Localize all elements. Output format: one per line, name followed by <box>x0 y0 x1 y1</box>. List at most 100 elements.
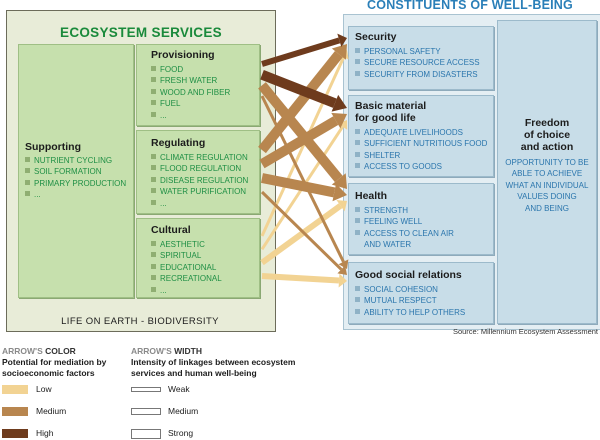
supporting-list: NUTRIENT CYCLING SOIL FORMATION PRIMARY … <box>25 155 126 201</box>
list-item: ... <box>25 189 126 200</box>
link-arrow-cultural-health <box>260 203 343 266</box>
link-arrowhead-provisioning-security <box>337 33 347 48</box>
wellbeing-title: CONSTITUENTS OF WELL-BEING <box>367 0 573 12</box>
supporting-box: Supporting NUTRIENT CYCLING SOIL FORMATI… <box>18 44 134 298</box>
list-item: SUFFICIENT NUTRITIOUS FOOD <box>355 138 487 149</box>
list-item: WOOD AND FIBER <box>151 87 230 98</box>
list-item: DISEASE REGULATION <box>151 175 248 186</box>
regulating-box: Regulating CLIMATE REGULATION FLOOD REGU… <box>136 130 260 214</box>
legend-width-label-weak: Weak <box>168 384 190 394</box>
list-item: WATER PURIFICATION <box>151 186 248 197</box>
freedom-desc-line: ABLE TO ACHIEVE <box>511 169 583 179</box>
list-item: PERSONAL SAFETY <box>355 46 480 57</box>
security-title: Security <box>355 31 397 43</box>
supporting-title: Supporting <box>25 141 81 153</box>
basic-material-title: Basic material for good life <box>355 100 426 124</box>
link-arrow-regulating-social <box>260 190 343 271</box>
legend-swatch-low <box>2 385 28 394</box>
link-arrow-regulating-basic <box>259 116 339 169</box>
basic-material-title-line1: Basic material <box>355 100 427 112</box>
legend-width-sub1: Intensity of linkages between ecosystem <box>131 357 296 367</box>
legend-color-sub1: Potential for mediation by <box>2 357 107 367</box>
freedom-desc-line: AND BEING <box>524 203 569 213</box>
link-arrow-regulating-security <box>258 51 343 154</box>
basic-material-box: Basic material for good life ADEQUATE LI… <box>348 95 494 177</box>
health-title: Health <box>355 190 388 202</box>
health-list: STRENGTH FEELING WELL ACCESS TO CLEAN AI… <box>355 205 454 251</box>
legend-swatch-medium <box>2 407 28 416</box>
provisioning-list: FOOD FRESH WATER WOOD AND FIBER FUEL ... <box>151 64 230 121</box>
list-item: ACCESS TO GOODS <box>355 161 487 172</box>
list-item: NUTRIENT CYCLING <box>25 155 126 166</box>
legend-width-strong <box>131 429 161 439</box>
link-arrowhead-provisioning-health <box>331 173 347 189</box>
link-arrowhead-regulating-health <box>332 183 347 202</box>
freedom-title: Freedom of choice and action <box>498 117 596 153</box>
legend-width-prefix: ARROW'S <box>131 346 172 356</box>
legend-color-heading: ARROW'S COLOR Potential for mediation by… <box>2 346 128 379</box>
link-arrow-cultural-social <box>261 273 340 284</box>
link-arrowhead-cultural-health <box>336 200 347 212</box>
link-arrow-regulating-health <box>261 173 336 198</box>
list-item: PRIMARY PRODUCTION <box>25 178 126 189</box>
basic-material-list: ADEQUATE LIVELIHOODS SUFFICIENT NUTRITIO… <box>355 127 487 173</box>
legend-width-weak <box>131 387 161 392</box>
freedom-title-line: of choice <box>523 129 571 141</box>
list-item: ... <box>151 285 222 296</box>
legend-width-medium <box>131 408 161 415</box>
list-item: FRESH WATER <box>151 75 230 86</box>
cultural-box: Cultural AESTHETIC SPIRITUAL EDUCATIONAL… <box>136 218 260 298</box>
security-list: PERSONAL SAFETY SECURE RESOURCE ACCESS S… <box>355 46 480 80</box>
list-item: ... <box>151 198 248 209</box>
ecosystem-services-title: ECOSYSTEM SERVICES <box>60 25 222 40</box>
freedom-title-line: Freedom <box>524 117 570 129</box>
legend-width-label-strong: Strong <box>168 428 194 438</box>
health-box: Health STRENGTH FEELING WELL ACCESS TO C… <box>348 183 494 255</box>
list-item: SHELTER <box>355 150 487 161</box>
list-item: CLIMATE REGULATION <box>151 152 248 163</box>
legend-swatch-high <box>2 429 28 438</box>
link-arrow-provisioning-social <box>260 95 345 263</box>
list-item: SOIL FORMATION <box>25 166 126 177</box>
freedom-desc-line: OPPORTUNITY TO BE <box>505 158 589 167</box>
link-arrow-provisioning-health <box>258 82 343 183</box>
legend-color-prefix: ARROW'S <box>2 346 43 356</box>
list-item: ADEQUATE LIVELIHOODS <box>355 127 487 138</box>
basic-material-title-line2: for good life <box>355 112 416 124</box>
freedom-desc-line: VALUES DOING <box>517 192 577 202</box>
biodiversity-label: LIFE ON EARTH - BIODIVERSITY <box>61 316 219 327</box>
list-item: FOOD <box>151 64 230 75</box>
list-item: RECREATIONAL <box>151 273 222 284</box>
social-relations-title: Good social relations <box>355 269 462 281</box>
list-item: FUEL <box>151 98 230 109</box>
list-item: MUTUAL RESPECT <box>355 295 465 306</box>
list-item: SECURITY FROM DISASTERS <box>355 69 480 80</box>
legend-width-sub2: services and human well-being <box>131 368 257 378</box>
social-relations-box: Good social relations SOCIAL COHESION MU… <box>348 262 494 324</box>
link-arrow-provisioning-basic <box>260 70 337 108</box>
freedom-description: OPPORTUNITY TO BE ABLE TO ACHIEVE WHAT A… <box>498 157 596 214</box>
provisioning-title: Provisioning <box>151 49 215 61</box>
link-arrowhead-cultural-basic <box>338 120 348 130</box>
link-arrowhead-regulating-basic <box>331 112 347 129</box>
regulating-list: CLIMATE REGULATION FLOOD REGULATION DISE… <box>151 152 248 209</box>
list-item: EDUCATIONAL <box>151 262 222 273</box>
link-arrow-provisioning-security <box>261 37 341 67</box>
cultural-list: AESTHETIC SPIRITUAL EDUCATIONAL RECREATI… <box>151 239 222 296</box>
freedom-title-line: and action <box>520 141 574 153</box>
list-item: SECURE RESOURCE ACCESS <box>355 57 480 68</box>
legend-color-word: COLOR <box>45 346 76 356</box>
regulating-title: Regulating <box>151 137 206 149</box>
link-arrowhead-provisioning-basic <box>331 94 347 112</box>
list-item: FEELING WELL <box>355 216 454 227</box>
legend-color-sub2: socioeconomic factors <box>2 368 95 378</box>
freedom-box: Freedom of choice and action OPPORTUNITY… <box>497 20 597 324</box>
legend-width-heading: ARROW'S WIDTH Intensity of linkages betw… <box>131 346 351 379</box>
list-item: SPIRITUAL <box>151 250 222 261</box>
legend-label-medium: Medium <box>36 406 67 416</box>
list-item: ... <box>151 110 230 121</box>
legend-width-word: WIDTH <box>174 346 202 356</box>
cultural-title: Cultural <box>151 224 191 236</box>
social-relations-list: SOCIAL COHESION MUTUAL RESPECT ABILITY T… <box>355 284 465 318</box>
